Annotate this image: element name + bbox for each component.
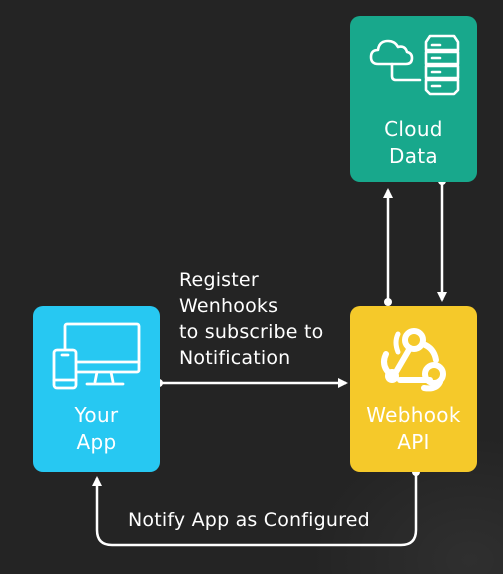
webhook-api-label-line-1: Webhook (366, 403, 461, 427)
cloud-data-label: Cloud Data (350, 116, 477, 170)
register-label-line-1: Register (179, 269, 259, 291)
desktop-mobile-icon (51, 320, 143, 396)
register-label: Register Wenhooks to subscribe to Notifi… (179, 267, 349, 371)
api-to-cloud-arrow (383, 188, 393, 306)
cloud-to-api-arrow (437, 177, 447, 302)
cloud-database-icon (368, 30, 463, 104)
webhook-api-node: Webhook API (350, 306, 477, 472)
your-app-label: Your App (33, 402, 160, 456)
cloud-data-label-line-1: Cloud (384, 117, 443, 141)
cloud-data-label-line-2: Data (389, 144, 438, 168)
register-label-line-4: Notification (179, 347, 291, 369)
webhook-api-label: Webhook API (350, 402, 477, 456)
webhook-api-label-line-2: API (397, 430, 430, 454)
register-label-line-3: to subscribe to (179, 321, 324, 343)
your-app-node: Your App (33, 306, 160, 472)
cloud-data-node: Cloud Data (350, 16, 477, 182)
your-app-label-line-2: App (76, 430, 117, 454)
your-app-label-line-1: Your (74, 403, 119, 427)
register-arrow (155, 378, 348, 388)
notify-label: Notify App as Configured (128, 509, 370, 531)
register-label-line-2: Wenhooks (179, 295, 279, 317)
webhook-icon (376, 322, 452, 396)
